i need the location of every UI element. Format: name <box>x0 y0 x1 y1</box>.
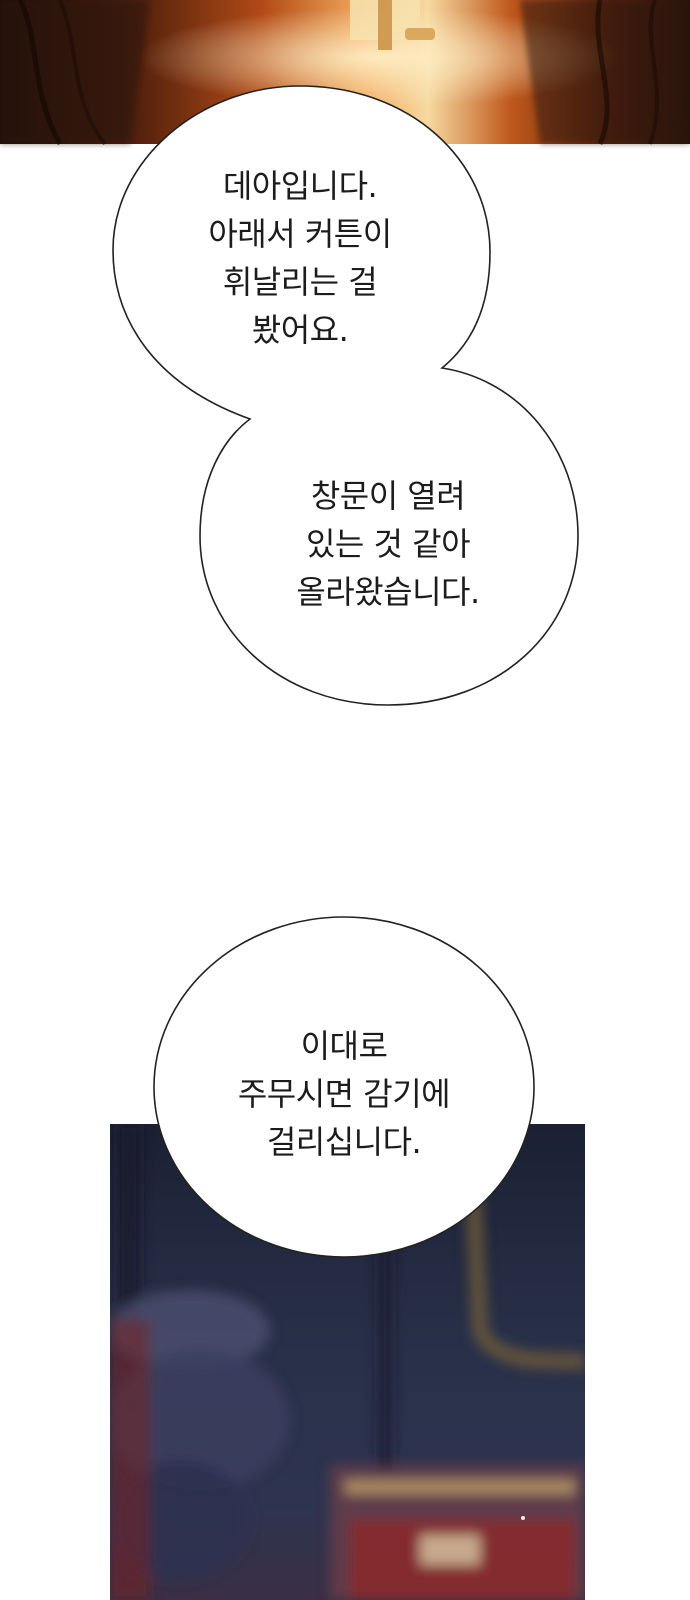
bubble-2-line-2: 있는 것 같아 <box>305 525 471 563</box>
bubble-3-line-2: 주무시면 감기에 <box>237 1075 451 1113</box>
bubble-1-line-2: 아래서 커튼이 <box>208 215 392 253</box>
bubble-3-line-3: 걸리십니다. <box>266 1123 422 1161</box>
speech-bubble-shape-3 <box>153 916 535 1258</box>
bubble-1-line-3: 휘날리는 걸 <box>222 263 378 301</box>
bubble-1-line-1: 데아입니다. <box>222 167 378 205</box>
bottom-panel-illustration <box>110 1124 585 1600</box>
speech-bubble-text-1: 데아입니다. 아래서 커튼이 휘날리는 걸 봤어요. <box>180 162 420 354</box>
speech-bubble-text-2: 창문이 열려 있는 것 같아 올라왔습니다. <box>268 472 508 616</box>
speech-bubble-group-1-2 <box>112 85 579 706</box>
top-panel-illustration <box>0 0 690 146</box>
bubble-2-line-1: 창문이 열려 <box>310 477 466 515</box>
bubble-1-line-4: 봤어요. <box>251 311 349 349</box>
bubble-3-line-1: 이대로 <box>300 1027 388 1065</box>
speech-bubble-text-3: 이대로 주무시면 감기에 걸리십니다. <box>204 1022 484 1166</box>
bubble-2-line-3: 올라왔습니다. <box>296 573 480 611</box>
